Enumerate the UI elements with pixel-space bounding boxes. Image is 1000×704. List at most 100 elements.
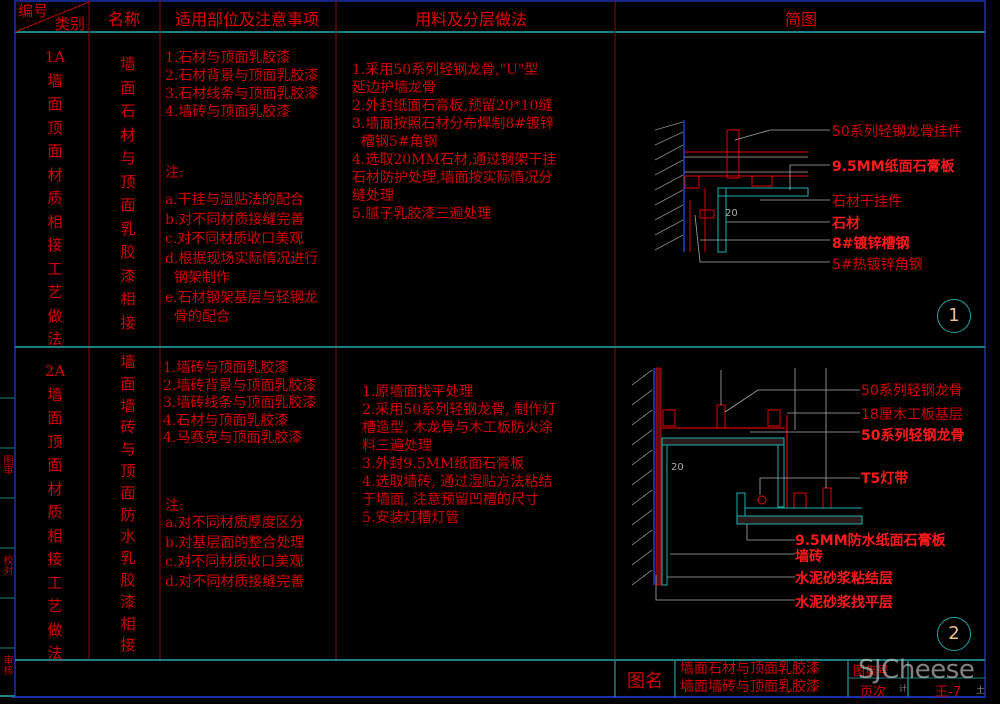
note-item: b.对基层面的整合处理 bbox=[165, 534, 305, 551]
label-angle-steel: 5#热镀锌角钢 bbox=[832, 257, 923, 273]
category-char: 质 bbox=[47, 503, 63, 521]
row-code: 2A bbox=[44, 362, 66, 380]
category-char: 顶 bbox=[47, 432, 63, 451]
label-steel-keel-2: 50系列轻钢龙骨 bbox=[861, 428, 965, 444]
name-char: 接 bbox=[120, 636, 136, 655]
small-mark-2: 土 bbox=[976, 686, 986, 696]
category-char: 接 bbox=[47, 236, 63, 254]
dimension-20: 20 bbox=[725, 208, 738, 219]
category-char: 艺 bbox=[47, 283, 63, 301]
note-item: e.石材钢架基层与轻钢龙 骨的配合 bbox=[165, 289, 318, 326]
label-gypsum-board: 9.5MM纸面石膏板 bbox=[832, 159, 955, 175]
method-step: 1.采用50系列轻钢龙骨,"U"型 延边护墙龙骨 bbox=[352, 62, 539, 96]
applicable-list: 1.石材与顶面乳胶漆 2.石材背景与顶面乳胶漆 3.石材线条与顶面乳胶漆 4.墙砖与顶… bbox=[165, 49, 318, 121]
wall-hatch bbox=[654, 121, 684, 251]
category-char: 墙 bbox=[47, 71, 63, 90]
detail-number-1: 1 bbox=[937, 299, 971, 333]
row-code: 1A bbox=[44, 48, 66, 66]
note-item: d.对不同材质接缝完善 bbox=[165, 573, 305, 590]
category-char: 面 bbox=[47, 456, 63, 474]
category-char: 工 bbox=[47, 259, 63, 278]
header-applicable: 适用部位及注意事项 bbox=[175, 10, 320, 29]
method-step: 5.安装灯槽灯管 bbox=[362, 510, 460, 526]
note-item: a.对不同材质厚度区分 bbox=[165, 515, 304, 531]
note-item: c.对不同材质收口美观 bbox=[165, 554, 304, 570]
name-char: 面 bbox=[120, 196, 136, 214]
detail-number-2: 2 bbox=[937, 617, 971, 651]
label-keel-hanger: 50系列轻钢龙骨挂件 bbox=[832, 124, 962, 140]
drawing-name-line-1: 墙面石材与顶面乳胶漆 bbox=[680, 661, 820, 677]
note-item: a.干挂与湿贴法的配合 bbox=[165, 192, 304, 208]
name-char: 漆 bbox=[120, 592, 136, 611]
method-step: 2.采用50系列轻钢龙骨, 制作灯 槽造型, 木龙骨与木工板防火涂 料三遍处理 bbox=[362, 402, 557, 454]
name-char: 墙 bbox=[120, 353, 136, 371]
applicable-item: 1.石材与顶面乳胶漆 bbox=[165, 50, 291, 66]
category-char: 接 bbox=[47, 550, 63, 568]
header-diagram: 简图 bbox=[785, 10, 818, 29]
label-steel-keel: 50系列轻钢龙骨 bbox=[861, 383, 963, 399]
header-method: 用料及分层做法 bbox=[415, 10, 528, 29]
label-t5-light: T5灯带 bbox=[861, 471, 909, 487]
note-item: c.对不同材质收口美观 bbox=[165, 231, 304, 247]
name-char: 面 bbox=[120, 374, 136, 393]
small-mark-1: 计 bbox=[899, 684, 907, 693]
notes-list: a.对不同材质厚度区分 b.对基层面的整合处理 c.对不同材质收口美观 d.对不同材质… bbox=[165, 514, 304, 592]
side-tab-review: 图审 bbox=[1, 455, 12, 475]
label-wood-board: 18厘木工板基层 bbox=[861, 407, 963, 423]
method-list: 1.采用50系列轻钢龙骨,"U"型 延边护墙龙骨 2.外封纸面石膏板,预留20*1… bbox=[352, 61, 556, 223]
applicable-item: 4.墙砖与顶面乳胶漆 bbox=[165, 104, 291, 120]
method-step: 4.选取20MM石材,通过钢架干挂 石材防护处理,墙面按实际情况分 缝处理 bbox=[352, 152, 557, 204]
category-char: 法 bbox=[47, 330, 63, 348]
category-char: 相 bbox=[47, 526, 63, 545]
dimension-20: 20 bbox=[671, 462, 684, 473]
name-char: 材 bbox=[120, 125, 136, 144]
category-char: 质 bbox=[47, 189, 63, 207]
method-step: 5.腻子乳胶漆三遍处理 bbox=[352, 206, 492, 222]
applicable-item: 4.石材与顶面乳胶漆 bbox=[163, 412, 289, 429]
applicable-item: 2.石材背景与顶面乳胶漆 bbox=[165, 68, 319, 84]
watermark: SJCheese bbox=[858, 655, 975, 685]
side-tab-approve: 审核 bbox=[1, 655, 12, 675]
category-char: 工 bbox=[47, 573, 63, 592]
name-char: 顶 bbox=[120, 172, 136, 191]
label-channel-steel: 8#镀锌槽钢 bbox=[832, 236, 910, 252]
title-block-label: 图名 bbox=[627, 671, 663, 692]
name-char: 与 bbox=[120, 149, 136, 167]
method-step: 3.墙面按照石材分布焊制8#镀锌 槽钢5#角钢 bbox=[352, 116, 554, 150]
method-list: 1.原墙面找平处理 2.采用50系列轻钢龙骨, 制作灯 槽造型, 木龙骨与木工板防… bbox=[362, 383, 556, 527]
category-char: 材 bbox=[47, 165, 63, 184]
method-step: 1.原墙面找平处理 bbox=[362, 384, 474, 400]
note-item: b.对不同材质接缝完善 bbox=[165, 211, 305, 228]
name-char: 面 bbox=[120, 483, 136, 502]
label-stone-hanger: 石材干挂件 bbox=[832, 194, 902, 210]
applicable-item: 2.墙砖背景与顶面乳胶漆 bbox=[163, 377, 317, 394]
name-char: 水 bbox=[120, 527, 136, 546]
name-char: 面 bbox=[120, 78, 136, 97]
note-title: 注: bbox=[165, 165, 184, 181]
category-char: 顶 bbox=[47, 118, 63, 137]
category-char: 墙 bbox=[47, 385, 63, 404]
row-name-vertical: 墙面石材与顶面乳胶漆相接 bbox=[116, 53, 140, 335]
header-corner-code: 编号 bbox=[18, 2, 49, 20]
note-title: 注: bbox=[165, 498, 184, 514]
name-char: 漆 bbox=[120, 266, 136, 285]
header-corner-category: 类别 bbox=[55, 15, 86, 33]
name-char: 胶 bbox=[120, 570, 136, 589]
label-stone: 石材 bbox=[832, 216, 860, 232]
name-char: 顶 bbox=[120, 461, 136, 480]
name-char: 乳 bbox=[120, 219, 136, 238]
name-char: 墙 bbox=[120, 396, 136, 415]
applicable-item: 3.墙砖线条与顶面乳胶漆 bbox=[163, 395, 317, 411]
method-step: 4.选取墙砖, 通过湿贴方法粘结 于墙面, 注意预留凹槽的尺寸 bbox=[362, 474, 553, 508]
method-step: 2.外封纸面石膏板,预留20*10缝 bbox=[352, 98, 553, 114]
applicable-item: 3.石材线条与顶面乳胶漆 bbox=[165, 86, 319, 102]
name-char: 相 bbox=[120, 290, 136, 308]
label-leveling-layer: 水泥砂浆找平层 bbox=[795, 595, 893, 611]
